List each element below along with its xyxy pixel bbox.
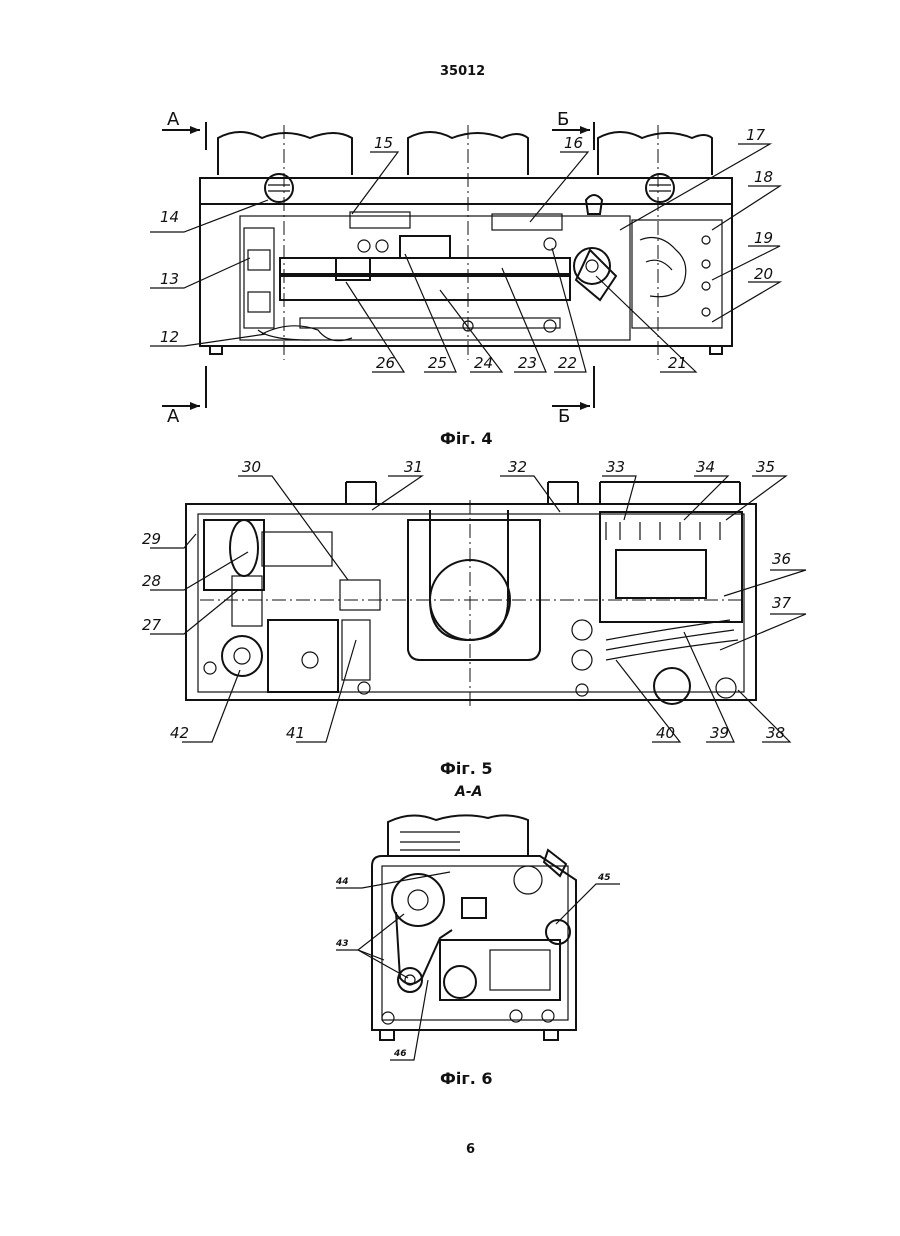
label-46: 46 (393, 1049, 407, 1059)
label-38: 38 (766, 724, 785, 742)
label-42: 42 (170, 724, 189, 742)
label-36: 36 (772, 550, 791, 568)
caption-fig-4: Фіг. 4 (440, 429, 493, 448)
label-26: 26 (376, 354, 395, 372)
label-13: 13 (160, 270, 179, 288)
figure-5: 30 31 32 33 34 35 29 28 27 36 37 42 41 4… (142, 458, 806, 778)
figure-4: А А Б Б 14 15 16 17 18 19 20 13 (150, 109, 780, 448)
label-33: 33 (606, 458, 625, 476)
section-mark-b-top: Б (557, 109, 569, 130)
label-12: 12 (160, 328, 179, 346)
label-40: 40 (656, 724, 675, 742)
subtitle-section-a-a: А-А (454, 784, 482, 800)
label-43: 43 (335, 939, 349, 949)
label-37: 37 (772, 594, 792, 612)
label-17: 17 (746, 126, 766, 144)
caption-fig-6: Фіг. 6 (440, 1069, 493, 1088)
label-32: 32 (508, 458, 527, 476)
label-34: 34 (696, 458, 715, 476)
label-30: 30 (242, 458, 261, 476)
label-14: 14 (160, 208, 179, 226)
label-39: 39 (710, 724, 729, 742)
label-18: 18 (754, 168, 773, 186)
label-16: 16 (564, 134, 583, 152)
label-21: 21 (668, 354, 687, 372)
label-45: 45 (597, 873, 611, 883)
label-23: 23 (518, 354, 537, 372)
label-24: 24 (474, 354, 493, 372)
label-28: 28 (142, 572, 161, 590)
label-29: 29 (142, 530, 161, 548)
section-mark-b-bottom: Б (558, 406, 570, 427)
figure-6: А-А 44 43 45 46 (335, 784, 620, 1088)
label-25: 25 (428, 354, 447, 372)
section-mark-a-top: А (167, 109, 180, 130)
label-31: 31 (404, 458, 423, 476)
label-15: 15 (374, 134, 393, 152)
label-19: 19 (754, 229, 773, 247)
label-20: 20 (754, 265, 773, 283)
label-35: 35 (756, 458, 775, 476)
label-41: 41 (286, 724, 305, 742)
section-mark-a-bottom: А (167, 406, 180, 427)
label-22: 22 (558, 354, 577, 372)
page-number: 6 (466, 1142, 475, 1157)
label-27: 27 (142, 616, 162, 634)
caption-fig-5: Фіг. 5 (440, 759, 493, 778)
label-44: 44 (335, 877, 349, 887)
